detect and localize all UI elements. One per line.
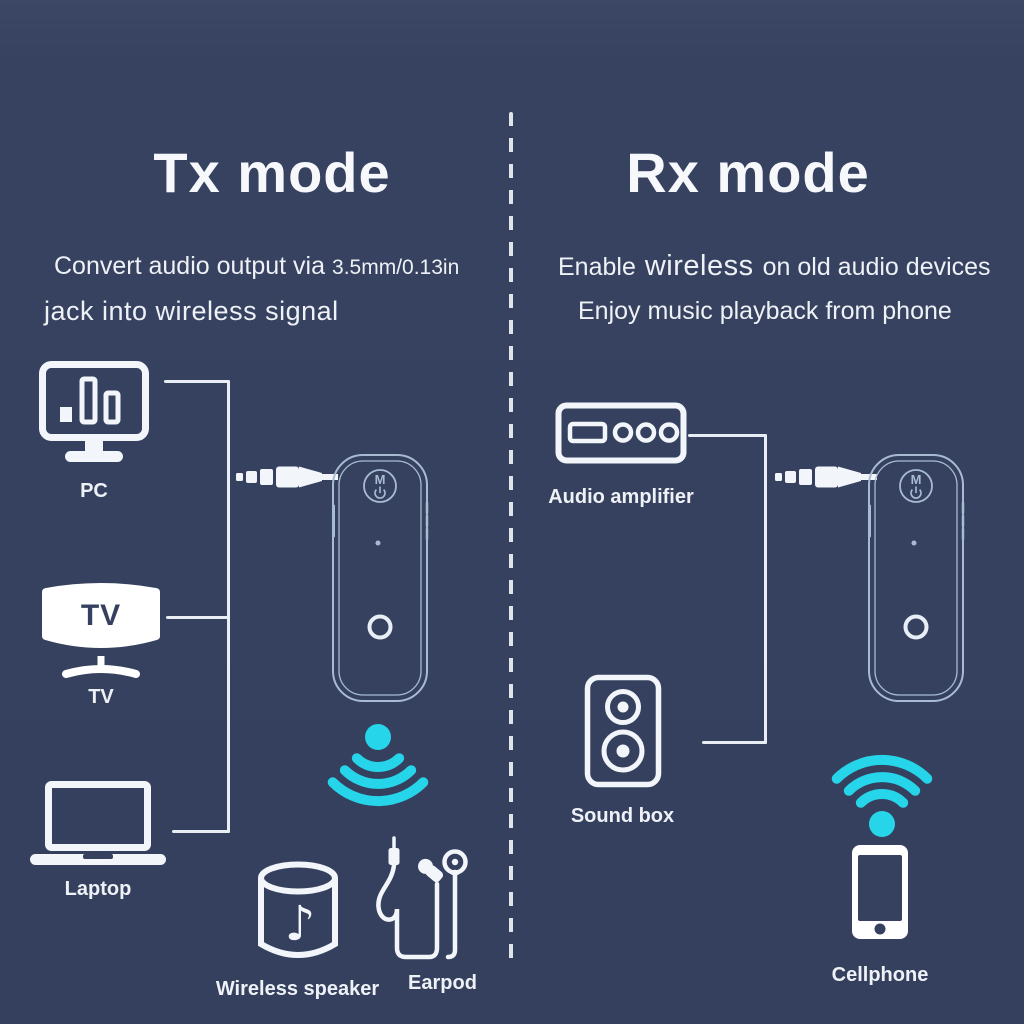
rx-connector-vertical xyxy=(764,434,767,744)
rx-subtitle-em: wireless xyxy=(644,250,754,282)
pairing-ring xyxy=(367,614,393,640)
tx-subtitle-line1: Convert audio output via 3.5mm/0.13in xyxy=(54,252,459,281)
tx-subtitle-main: Convert audio output via xyxy=(54,252,326,280)
wireless-signal-down-icon xyxy=(320,724,436,818)
power-icon xyxy=(910,489,922,499)
tx-connector-tv xyxy=(166,616,230,619)
mode-power-button xyxy=(899,469,933,503)
laptop-label: Laptop xyxy=(64,878,132,900)
rx-mode-title: Rx mode xyxy=(626,141,870,204)
pairing-ring xyxy=(903,614,929,640)
mode-button-letter: M xyxy=(911,472,922,487)
mode-power-button xyxy=(363,469,397,503)
rx-subtitle-line1: Enable wireless on old audio devices xyxy=(558,250,991,283)
sound-box-icon xyxy=(584,674,662,788)
tx-subtitle-line2: jack into wireless signal xyxy=(44,296,339,326)
bt-receiver-device-left: M xyxy=(330,452,430,704)
wireless-speaker-icon: ♪ xyxy=(253,856,343,970)
aux-jack-icon-right xyxy=(775,463,877,491)
rx-subtitle-post: on old audio devices xyxy=(762,253,991,281)
pc-icon xyxy=(38,360,150,468)
mode-button-letter: M xyxy=(375,472,386,487)
led-dot xyxy=(911,540,917,546)
bt-receiver-device-right: M xyxy=(866,452,966,704)
earpod-icon xyxy=(372,836,474,970)
tx-mode-title: Tx mode xyxy=(153,141,391,204)
audio-amplifier-label: Audio amplifier xyxy=(548,486,694,508)
tx-connector-pc xyxy=(164,380,230,383)
cellphone-label: Cellphone xyxy=(831,964,929,986)
dashed-divider xyxy=(509,112,513,964)
pc-label: PC xyxy=(80,480,108,502)
music-note-glyph: ♪ xyxy=(285,896,316,952)
rx-connector-soundbox xyxy=(702,741,767,744)
tv-screen-text: TV xyxy=(81,599,121,632)
led-dot xyxy=(375,540,381,546)
laptop-icon xyxy=(26,780,170,872)
tv-label: TV xyxy=(88,686,114,708)
power-icon xyxy=(374,489,386,499)
tx-connector-laptop xyxy=(172,830,230,833)
rx-connector-amplifier xyxy=(688,434,767,437)
tx-subtitle-size: 3.5mm/0.13in xyxy=(332,256,460,279)
audio-amplifier-icon xyxy=(555,402,687,464)
wireless-speaker-label: Wireless speaker xyxy=(215,978,380,1000)
tx-connector-vertical xyxy=(227,380,230,833)
aux-jack-icon-left xyxy=(236,463,338,491)
rx-subtitle-line2: Enjoy music playback from phone xyxy=(578,297,952,325)
wireless-signal-up-icon xyxy=(824,744,940,838)
rx-subtitle-pre: Enable xyxy=(558,253,636,281)
sound-box-label: Sound box xyxy=(570,805,675,827)
cellphone-icon xyxy=(851,844,909,940)
earpod-label: Earpod xyxy=(408,972,477,994)
tv-icon: TV xyxy=(36,576,166,682)
